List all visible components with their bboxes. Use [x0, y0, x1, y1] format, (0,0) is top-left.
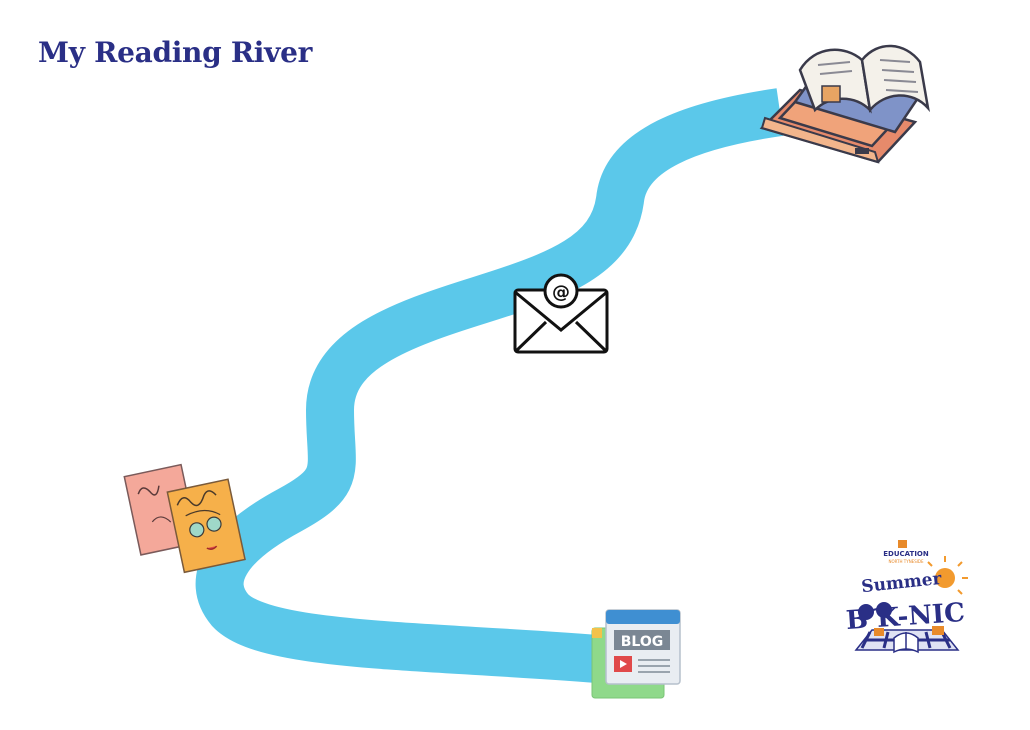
- blog-label: BLOG: [621, 634, 664, 650]
- reading-river: [195, 88, 784, 684]
- magazines-icon: [123, 463, 246, 574]
- logo-org-sub: NORTH TYNESIDE: [888, 559, 924, 564]
- logo-org: EDUCATION: [883, 550, 929, 558]
- sun-icon: [927, 556, 968, 595]
- email-envelope-icon: @: [513, 273, 609, 354]
- open-book-stack-icon: [759, 44, 930, 164]
- picnic-blanket-icon: [854, 626, 960, 654]
- sunglasses-icon: [858, 602, 892, 620]
- logo-word-summer: Summer: [860, 569, 943, 597]
- summer-booknic-logo: EDUCATION NORTH TYNESIDE Summer B K-NIC: [845, 540, 968, 654]
- svg-text:@: @: [552, 282, 570, 303]
- blog-page-icon: BLOG: [591, 609, 681, 699]
- page-title: My Reading River: [38, 36, 313, 69]
